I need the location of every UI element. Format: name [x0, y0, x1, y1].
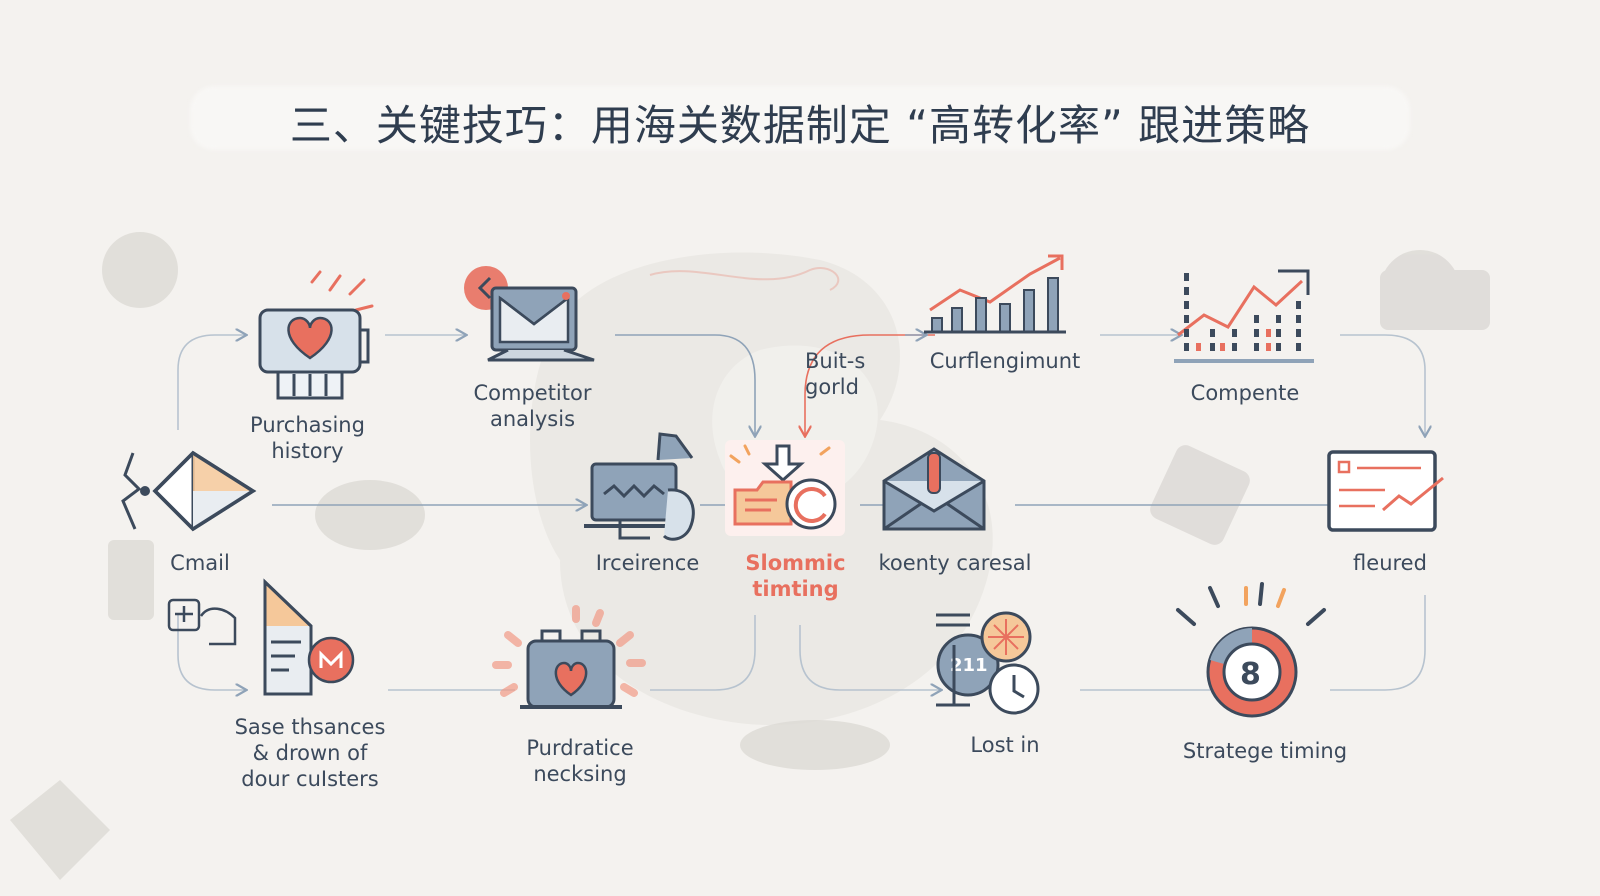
- calendar-heart-icon: [492, 605, 646, 709]
- node-label-purdratice-necksing: Purdratice necksing: [526, 736, 634, 786]
- clock-calendar-icon: 211: [936, 611, 1040, 715]
- node-label-slommic-timting: Slommic timting: [745, 551, 846, 601]
- heart-monitor-icon: [258, 270, 374, 400]
- node-label-stratege-timing: Stratege timing: [1182, 739, 1348, 763]
- node-label-koenty-caresal: koenty caresal: [878, 551, 1032, 575]
- target-timer-icon: 8: [1176, 582, 1326, 718]
- title-band: [190, 86, 1410, 150]
- document-mail-icon: [167, 578, 355, 696]
- svg-text:8: 8: [1240, 657, 1261, 692]
- laptop-mail-icon: [464, 266, 595, 362]
- page-title: 三、关键技巧：用海关数据制定 “高转化率” 跟进策略: [289, 101, 1311, 150]
- svg-text:211: 211: [950, 655, 988, 676]
- node-label-cmail: Cmail: [170, 551, 230, 575]
- node-label-curflengimunt: Curflengimunt: [929, 349, 1081, 373]
- dashboard-card-icon: [1327, 450, 1444, 532]
- envelope-alert-icon: [882, 447, 986, 531]
- node-label-irceirence: Irceirence: [595, 551, 700, 575]
- node-label-sase-thsances: Sase thsances & drown of dour cuIsters: [234, 715, 386, 791]
- bar-chart-trend-icon: [924, 254, 1066, 334]
- node-label-purchasing-history: Purchasing history: [250, 413, 365, 463]
- node-label-lost-in: Lost in: [970, 733, 1040, 757]
- node-label-compente: Compente: [1190, 381, 1300, 405]
- node-label-competitor-analysis: Competitor analysis: [473, 381, 592, 431]
- node-label-fleured: fleured: [1353, 551, 1427, 575]
- growth-chart-icon: [1174, 269, 1314, 363]
- folder-refresh-icon: [725, 440, 845, 536]
- diamond-envelope-icon: [121, 450, 257, 532]
- desktop-hand-icon: [584, 432, 695, 541]
- node-label-buits-gorld: Buit-s gorld: [805, 349, 866, 399]
